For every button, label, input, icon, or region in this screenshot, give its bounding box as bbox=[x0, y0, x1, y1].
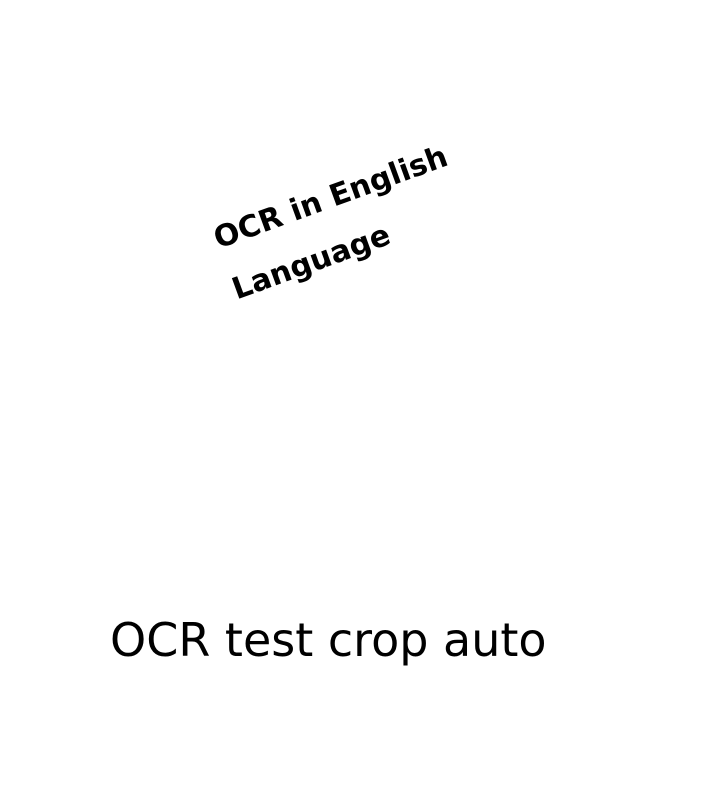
rotated-text-block: OCR in English Language bbox=[206, 133, 468, 317]
caption-text: OCR test crop auto bbox=[110, 613, 547, 667]
